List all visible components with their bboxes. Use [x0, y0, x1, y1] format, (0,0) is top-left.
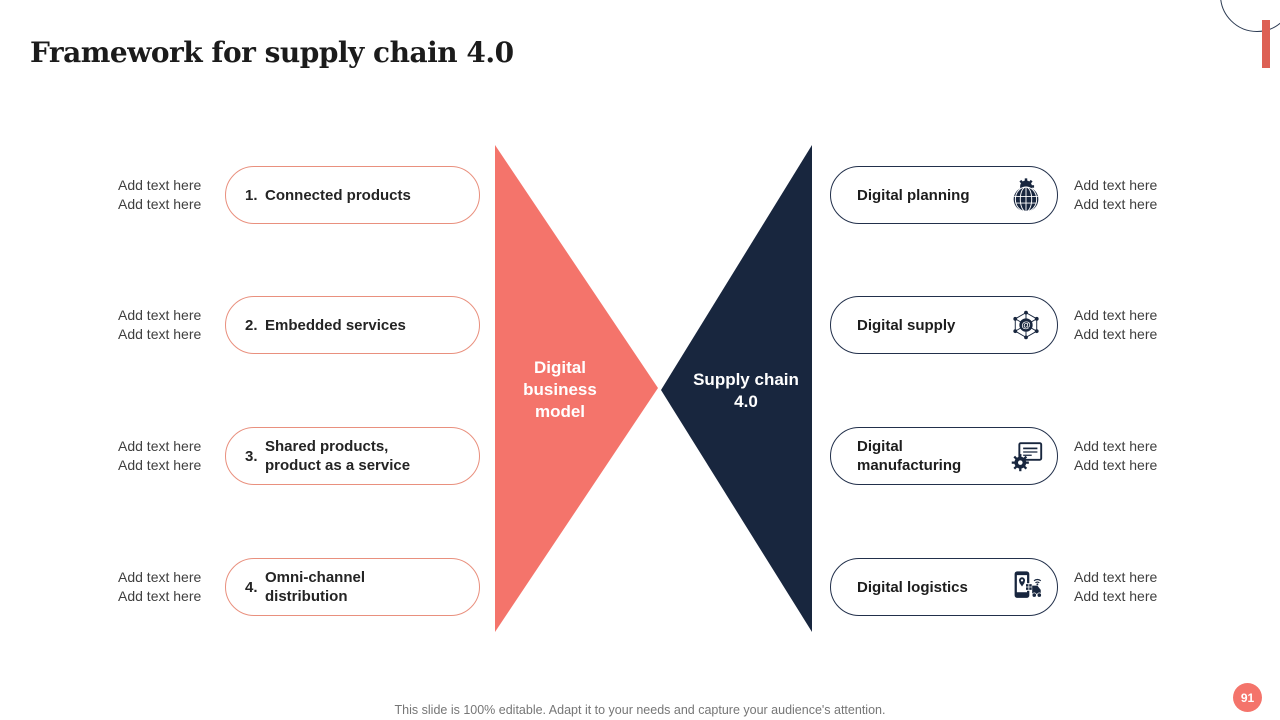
item-number: 4. — [245, 578, 258, 596]
item-label: Shared products, product as a service — [265, 438, 411, 474]
supply-chain-label: Supply chain 4.0 — [693, 370, 799, 411]
accent-bar — [1262, 20, 1270, 68]
note-line: Add text here — [118, 438, 202, 454]
pill-digital-supply[interactable]: Digital supply @ — [830, 296, 1058, 354]
phone-truck-icon — [1007, 568, 1045, 606]
pill-digital-manufacturing[interactable]: Digital manufacturing — [830, 427, 1058, 485]
left-note-2[interactable]: Add text here Add text here — [118, 306, 218, 344]
digital-business-model-triangle[interactable] — [495, 145, 658, 632]
note-line: Add text here — [118, 457, 202, 473]
pill-digital-planning[interactable]: Digital planning — [830, 166, 1058, 224]
note-line: Add text here — [1074, 177, 1158, 193]
right-note-3[interactable]: Add text here Add text here — [1074, 437, 1174, 475]
item-number: 3. — [245, 447, 258, 465]
note-line: Add text here — [1074, 457, 1158, 473]
note-line: Add text here — [1074, 307, 1158, 323]
note-line: Add text here — [118, 177, 202, 193]
pill-digital-logistics[interactable]: Digital logistics — [830, 558, 1058, 616]
svg-text:@: @ — [1021, 320, 1030, 331]
pill-embedded-services[interactable]: 2. Embedded services — [225, 296, 480, 354]
item-label: Digital logistics — [857, 578, 968, 596]
decorative-circle — [1220, 0, 1280, 32]
globe-gear-icon — [1007, 176, 1045, 214]
item-label: Digital supply — [857, 316, 956, 334]
note-line: Add text here — [118, 307, 202, 323]
left-note-3[interactable]: Add text here Add text here — [118, 437, 218, 475]
left-note-1[interactable]: Add text here Add text here — [118, 176, 218, 214]
note-line: Add text here — [1074, 196, 1158, 212]
center-triangles — [495, 145, 812, 632]
item-label: Omni-channel distribution — [265, 569, 366, 605]
note-line: Add text here — [118, 569, 202, 585]
note-line: Add text here — [1074, 569, 1158, 585]
item-label: Embedded services — [265, 316, 406, 334]
item-number: 1. — [245, 186, 258, 204]
page-number-badge: 91 — [1233, 683, 1262, 712]
note-line: Add text here — [1074, 438, 1158, 454]
pill-shared-products[interactable]: 3. Shared products, product as a service — [225, 427, 480, 485]
note-line: Add text here — [118, 588, 202, 604]
footer-note: This slide is 100% editable. Adapt it to… — [394, 703, 886, 717]
right-note-1[interactable]: Add text here Add text here — [1074, 176, 1174, 214]
slide-title[interactable]: Framework for supply chain 4.0 — [30, 36, 514, 69]
item-label: Digital planning — [857, 186, 970, 204]
certificate-gear-icon — [1007, 437, 1045, 475]
supply-chain-triangle[interactable] — [661, 145, 812, 632]
item-number: 2. — [245, 316, 258, 334]
item-label: Connected products — [265, 186, 411, 204]
left-note-4[interactable]: Add text here Add text here — [118, 568, 218, 606]
note-line: Add text here — [1074, 588, 1158, 604]
digital-business-model-label: Digital business model — [523, 358, 597, 421]
network-at-icon: @ — [1007, 306, 1045, 344]
right-note-4[interactable]: Add text here Add text here — [1074, 568, 1174, 606]
right-note-2[interactable]: Add text here Add text here — [1074, 306, 1174, 344]
pill-omni-channel[interactable]: 4. Omni-channel distribution — [225, 558, 480, 616]
pill-connected-products[interactable]: 1. Connected products — [225, 166, 480, 224]
note-line: Add text here — [1074, 326, 1158, 342]
note-line: Add text here — [118, 326, 202, 342]
note-line: Add text here — [118, 196, 202, 212]
item-label: Digital manufacturing — [857, 438, 962, 474]
